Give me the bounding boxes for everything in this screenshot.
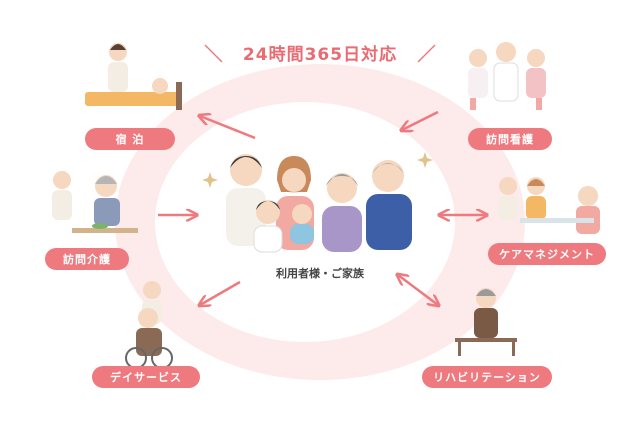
stay-illustration <box>85 43 182 110</box>
home-care-illustration <box>52 171 138 233</box>
arrow-rehabilitation <box>398 275 438 305</box>
day-service-label: デイサービス <box>92 366 200 388</box>
family-illustration <box>226 154 412 253</box>
care-management-illustration <box>498 177 600 234</box>
home-care-label: 訪問介護 <box>45 248 129 270</box>
page-title: 24時間365日対応 <box>242 45 398 65</box>
home-nursing-label: 訪問看護 <box>468 128 552 150</box>
rehabilitation-illustration <box>455 288 517 356</box>
arrow-to-day-service <box>200 280 241 305</box>
center-label: 利用者様・ご家族 <box>276 267 364 280</box>
day-service-illustration <box>125 281 173 369</box>
care-management-label: ケアマネジメント <box>488 243 606 265</box>
stay-label: 宿 泊 <box>85 128 175 150</box>
title-dash-right <box>417 44 436 63</box>
arrow-to-stay <box>200 116 256 140</box>
sparkle-icon <box>417 152 433 168</box>
home-nursing-illustration <box>468 42 546 110</box>
rehabilitation-label: リハビリテーション <box>422 366 552 388</box>
title-dash-left <box>204 44 223 63</box>
arrow-from-home-nursing <box>402 110 439 130</box>
sparkle-icon <box>202 172 218 188</box>
